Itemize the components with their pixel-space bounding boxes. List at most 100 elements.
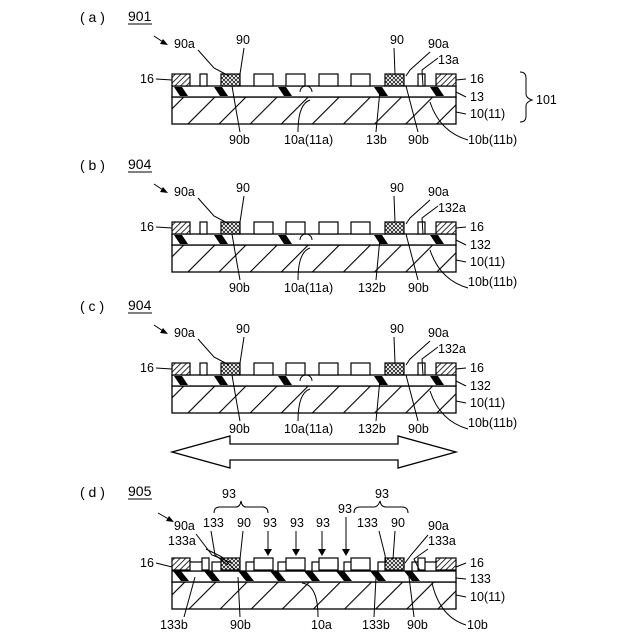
electrode-pad <box>172 558 190 570</box>
panel-c: ( c )90490a909090a132a161613210(11)90b10… <box>80 297 517 436</box>
electrode-pad <box>319 222 338 234</box>
electrode-pad <box>172 74 190 86</box>
electrode-pad <box>418 222 425 234</box>
leader-line <box>156 227 172 228</box>
label-10b: 10b(11b) <box>468 275 517 289</box>
label-mid-bottom: 132b <box>358 422 386 436</box>
leader-line <box>456 381 466 386</box>
label-10b-d: 10b <box>467 618 488 632</box>
label-substrate-d: 10(11) <box>470 590 505 604</box>
leader-line <box>406 52 430 76</box>
label-pad-left: 16 <box>140 220 154 234</box>
label-90b-right: 90b <box>408 422 429 436</box>
substrate-layer-b <box>172 245 456 272</box>
electrode-pad <box>418 363 425 375</box>
label-top-tag: 132a <box>438 342 466 356</box>
label-90a-left: 90a <box>174 37 195 51</box>
electrode-pad <box>254 74 273 86</box>
label-93-arrow-2: 93 <box>290 516 304 530</box>
label-90a-right: 90a <box>428 519 449 533</box>
electrode-pad <box>286 363 305 375</box>
panel-b-ref: 904 <box>128 156 152 172</box>
label-mid-layer: 13 <box>470 90 484 104</box>
electrode-pad <box>254 363 273 375</box>
label-133a-left: 133a <box>168 534 196 548</box>
brace-93-left-label: 93 <box>222 487 236 501</box>
label-90a-left: 90a <box>174 519 195 533</box>
leader-line <box>198 198 229 224</box>
label-top-tag: 132a <box>438 201 466 215</box>
label-133a-right: 133a <box>428 534 456 548</box>
label-10b: 10b(11b) <box>468 416 517 430</box>
brace-93-right <box>354 501 408 513</box>
substrate-layer-a <box>172 97 456 124</box>
electrode-pad <box>319 558 338 570</box>
label-pad-left: 16 <box>140 72 154 86</box>
substrate-layer-d <box>172 582 456 609</box>
electrode-pad <box>436 558 456 570</box>
panel-a: ( a )90190a909090a13a16161310(11)90b10a(… <box>80 8 557 147</box>
electrode-pad <box>172 222 190 234</box>
label-pad-right: 16 <box>470 220 484 234</box>
label-90a-right: 90a <box>428 37 449 51</box>
label-top-tag: 13a <box>438 53 459 67</box>
electrode-pad <box>286 74 305 86</box>
label-90-left: 90 <box>236 181 250 195</box>
brace-93-right-label: 93 <box>375 487 389 501</box>
label-90-right: 90 <box>390 322 404 336</box>
label-mid-layer: 132 <box>470 238 491 252</box>
label-substrate: 10(11) <box>470 107 505 121</box>
electrode-pad <box>221 222 240 234</box>
label-pad-right-d: 16 <box>470 556 484 570</box>
electrode-pad <box>202 558 209 570</box>
label-brace-101: 101 <box>536 93 557 107</box>
label-90a-right: 90a <box>428 326 449 340</box>
leader-line <box>456 260 466 262</box>
electrode-pad <box>351 363 370 375</box>
leader-line <box>456 240 466 245</box>
leader-line <box>240 337 244 363</box>
label-133-right: 133 <box>357 516 378 530</box>
label-93-arrow-1: 93 <box>263 516 277 530</box>
electrode-pad <box>418 74 425 86</box>
panel-d-letter: ( d ) <box>80 484 105 500</box>
label-90b-right: 90b <box>407 618 428 632</box>
label-90-left: 90 <box>236 322 250 336</box>
label-10a: 10a(11a) <box>284 281 333 295</box>
label-90b-left: 90b <box>229 281 250 295</box>
label-layer-133: 133 <box>470 572 491 586</box>
label-90b-left: 90b <box>230 618 251 632</box>
label-90a-right: 90a <box>428 185 449 199</box>
panel-c-letter: ( c ) <box>80 298 104 314</box>
label-90-right: 90 <box>390 181 404 195</box>
arrow-93-head <box>318 549 326 556</box>
substrate-layer-c <box>172 386 456 413</box>
leader-line <box>394 337 395 363</box>
label-pad-right: 16 <box>470 361 484 375</box>
leader-line <box>456 227 466 228</box>
electrode-pad <box>436 74 456 86</box>
electrode-pad <box>385 363 404 375</box>
leader-line <box>456 401 466 403</box>
panel-d-ref: 905 <box>128 483 152 499</box>
electrode-pad <box>436 222 456 234</box>
electrode-pad <box>221 363 240 375</box>
electrode-pad <box>351 222 370 234</box>
electrode-pad <box>319 74 338 86</box>
panel-c-ref-arrowhead <box>160 328 168 334</box>
label-90-right: 90 <box>391 516 405 530</box>
label-90-right: 90 <box>390 33 404 47</box>
label-90-left: 90 <box>236 33 250 47</box>
leader-line <box>394 196 395 222</box>
electrode-pad <box>436 363 456 375</box>
electrode-pad <box>254 558 273 570</box>
leader-line <box>240 48 244 74</box>
leader-line <box>240 196 244 222</box>
electrode-pad <box>221 74 240 86</box>
panel-d-ref-arrowhead <box>166 516 174 522</box>
electrode-pad <box>385 222 404 234</box>
label-10a: 10a(11a) <box>284 133 333 147</box>
double-arrow <box>172 436 456 468</box>
label-substrate: 10(11) <box>470 396 505 410</box>
leader-line <box>456 92 466 97</box>
